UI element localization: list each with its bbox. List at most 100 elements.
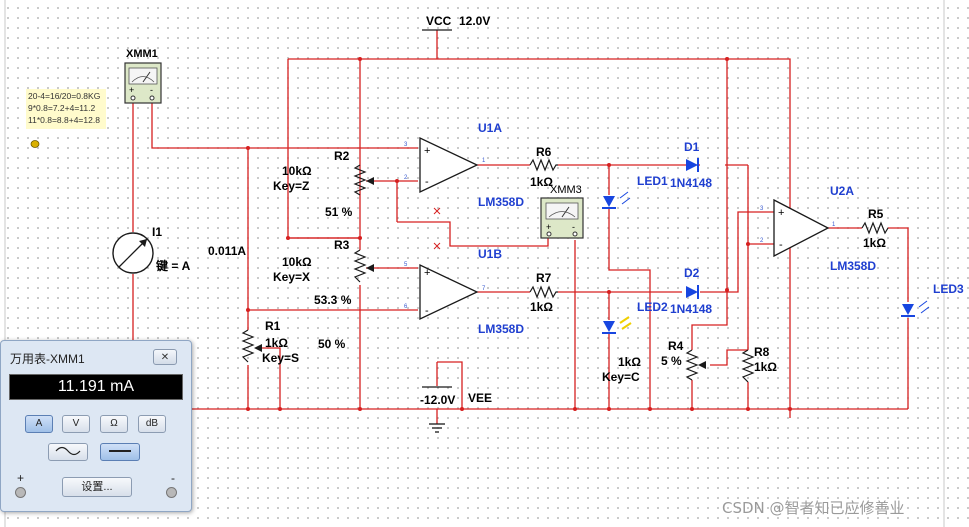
ground-icon (429, 423, 445, 433)
potentiometer-r4[interactable]: R4 5 % 1kΩ Key=C (602, 339, 706, 384)
pin-number: 7 (482, 286, 486, 292)
ac-mode-button[interactable] (48, 443, 88, 461)
vee-value: -12.0V (420, 393, 455, 407)
led3-name: LED3 (933, 282, 964, 296)
note-line: 20-4=16/20=0.8KG (28, 91, 101, 101)
diode-d1[interactable]: D1 1N4148 (670, 140, 712, 190)
r5-name: R5 (868, 207, 884, 221)
terminal-plus[interactable] (15, 487, 26, 498)
resistor-r8[interactable]: R8 1kΩ (741, 345, 777, 383)
led-led1[interactable]: LED1 (602, 174, 668, 209)
r4-percent: 5 % (661, 354, 682, 368)
u2a-minus: - (779, 239, 783, 251)
xmm1-plus: + (129, 85, 134, 95)
r8-name: R8 (754, 345, 770, 359)
resistor-r5[interactable]: R5 1kΩ (861, 207, 889, 250)
r2-name: R2 (334, 149, 350, 163)
pin-number: 1 (482, 158, 486, 164)
pin-number: 3 (760, 206, 764, 212)
resistor-r7[interactable]: R7 1kΩ (529, 271, 558, 314)
led1-name: LED1 (637, 174, 668, 188)
r4-name: R4 (668, 339, 684, 353)
mode-db-button[interactable]: dB (138, 415, 166, 433)
r1-value: 1kΩ (265, 336, 288, 350)
pin-number: 3 (404, 142, 408, 148)
opamp-u1a[interactable]: + - U1A LM358D (419, 121, 524, 209)
r8-value: 1kΩ (754, 360, 777, 374)
vee-source[interactable]: -12.0V VEE (420, 386, 492, 407)
pin-number: 6 (404, 304, 408, 310)
multimeter-title: 万用表-XMM1 (10, 352, 85, 366)
vcc-value: 12.0V (459, 14, 490, 28)
r1-percent: 50 % (318, 337, 346, 351)
resistor-r6[interactable]: R6 1kΩ (529, 145, 558, 189)
u1b-plus: + (424, 267, 430, 279)
potentiometer-r3[interactable]: R3 10kΩ Key=X 53.3 % (273, 238, 374, 307)
pin-number: 1 (832, 222, 836, 228)
led-led2[interactable]: LED2 (602, 300, 668, 334)
note-line: 11*0.8=8.8+4=12.8 (28, 115, 100, 125)
r3-percent: 53.3 % (314, 293, 352, 307)
terminal-plus-label: + (17, 471, 25, 485)
settings-button[interactable]: 设置... (62, 477, 132, 497)
wires (132, 30, 909, 424)
diode-d2[interactable]: D2 1N4148 (670, 266, 712, 316)
xmm1-minus: - (150, 85, 153, 95)
u2a-model: LM358D (830, 259, 876, 273)
multimeter-window[interactable]: 万用表-XMM1 ✕ 11.191 mA A V Ω dB + - 设置... (0, 340, 192, 512)
led2-name: LED2 (637, 300, 668, 314)
terminal-minus[interactable] (166, 487, 177, 498)
r1-name: R1 (265, 319, 281, 333)
i1-key: 键 = A (155, 258, 191, 273)
u1b-model: LM358D (478, 322, 524, 336)
d2-model: 1N4148 (670, 302, 712, 316)
pin-number: 5 (404, 262, 408, 268)
r2-key: Key=Z (273, 179, 309, 193)
r4-value: 1kΩ (618, 355, 641, 369)
u1a-model: LM358D (478, 195, 524, 209)
comment-note[interactable]: 20-4=16/20=0.8KG 9*0.8=7.2+4=11.2 11*0.8… (26, 89, 106, 129)
potentiometer-r1[interactable]: R1 1kΩ Key=S 50 % (241, 319, 346, 365)
mode-amps-button[interactable]: A (25, 415, 53, 433)
r3-name: R3 (334, 238, 350, 252)
mode-ohms-button[interactable]: Ω (100, 415, 128, 433)
close-button[interactable]: ✕ (153, 349, 177, 365)
no-connect-marks (433, 207, 441, 250)
opamp-u2a[interactable]: + - U2A LM358D (773, 184, 876, 273)
led-led3[interactable]: LED3 (901, 282, 964, 317)
u1a-label: U1A (478, 121, 502, 135)
vee-label: VEE (468, 391, 492, 405)
mode-volts-button[interactable]: V (62, 415, 90, 433)
dc-line-icon (109, 450, 131, 452)
r7-value: 1kΩ (530, 300, 553, 314)
pin-number: 2 (760, 238, 764, 244)
multimeter-reading: 11.191 mA (9, 374, 183, 400)
sine-wave-icon (55, 446, 81, 456)
terminal-minus-label: - (171, 471, 175, 485)
note-line: 9*0.8=7.2+4=11.2 (28, 103, 96, 113)
i1-name: I1 (152, 225, 162, 239)
potentiometer-r2[interactable]: R2 10kΩ Key=Z 51 % (273, 149, 374, 219)
junctions (246, 57, 792, 411)
xmm1-label: XMM1 (126, 48, 158, 60)
i1-value: 0.011A (208, 244, 246, 258)
xmm3-minus: - (572, 222, 575, 232)
xmm3-multimeter[interactable]: XMM3 + - (540, 184, 584, 239)
watermark: CSDN @智者知已应修善业 (722, 499, 905, 517)
xmm1-multimeter[interactable]: XMM1 + - (124, 48, 162, 104)
pin-number: 2 (404, 175, 408, 181)
r4-key: Key=C (602, 370, 640, 384)
r2-percent: 51 % (325, 205, 353, 219)
dc-mode-button[interactable] (100, 443, 140, 461)
u2a-plus: + (778, 207, 784, 219)
r5-value: 1kΩ (863, 236, 886, 250)
current-source-i1[interactable]: I1 键 = A 0.011A (112, 225, 246, 274)
vcc-source[interactable]: VCC 12.0V (422, 14, 490, 31)
u1a-plus: + (424, 145, 430, 157)
d1-name: D1 (684, 140, 700, 154)
r3-key: Key=X (273, 270, 310, 284)
r6-name: R6 (536, 145, 552, 159)
pin-numbers: 3 2 5 6 3 2 1 7 1 (404, 142, 836, 310)
opamp-u1b[interactable]: + - U1B LM358D (419, 247, 524, 336)
